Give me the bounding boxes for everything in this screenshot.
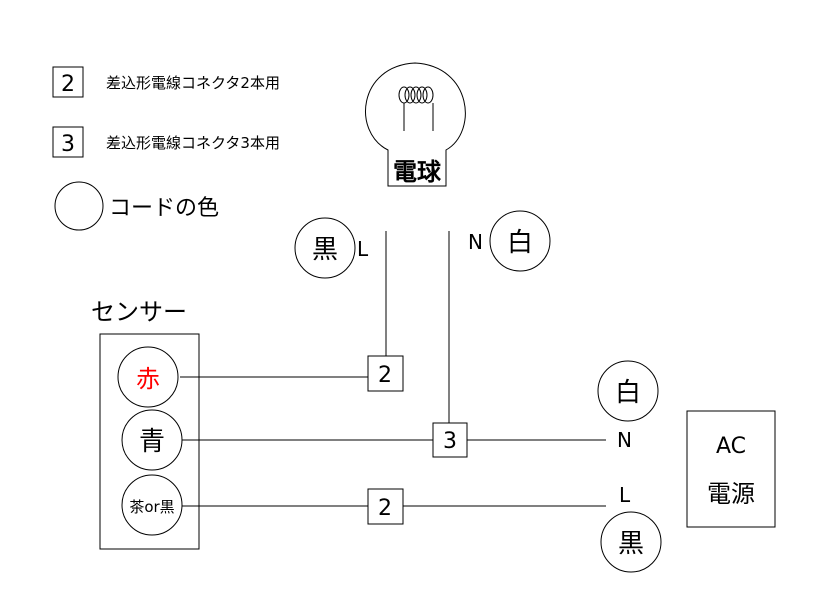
connector-2-bottom (367, 488, 404, 525)
ac-power-source: 白 N L 黒 AC 電源 (597, 360, 776, 573)
ac-source-line2: 電源 (707, 480, 755, 508)
bulb-label: 電球 (393, 158, 442, 186)
sensor-title: センサー (91, 298, 187, 326)
connector-2-bottom-number: 2 (378, 496, 392, 521)
legend-connector-2-symbol (52, 66, 84, 98)
sensor-box (99, 333, 200, 550)
legend: 2 差込形電線コネクタ2本用 3 差込形電線コネクタ3本用 コードの色 (52, 66, 280, 231)
connector-2-top-number: 2 (378, 363, 392, 388)
sensor-wire-blue-label: 青 (139, 427, 165, 457)
legend-cord-color-circle (54, 181, 104, 231)
legend-connector-3-number: 3 (61, 132, 75, 157)
sensor: センサー 赤 青 茶or黒 (91, 298, 200, 550)
connector-2-top (367, 355, 404, 392)
ac-source-line1: AC (716, 434, 746, 459)
sensor-wire-brown-black-circle (121, 474, 183, 536)
ac-source-box (686, 410, 776, 528)
filament-icon (398, 86, 434, 131)
bulb-wire-white-label: 白 (507, 228, 533, 258)
ac-live-black-circle (600, 511, 662, 573)
sensor-wire-blue-circle (121, 409, 183, 471)
sensor-wire-brown-black-label: 茶or黒 (129, 498, 174, 516)
ac-neutral-terminal: N (617, 428, 632, 452)
legend-connector-3-symbol (52, 126, 84, 158)
ac-live-terminal: L (619, 483, 631, 507)
bulb-wire-n-terminal: N (468, 230, 483, 254)
legend-connector-2-label: 差込形電線コネクタ2本用 (106, 74, 280, 92)
ac-neutral-white-label: 白 (615, 378, 641, 408)
bulb-wire-black-label: 黒 (312, 235, 338, 265)
sensor-wire-red-label: 赤 (136, 365, 160, 393)
legend-connector-3-label: 差込形電線コネクタ3本用 (106, 134, 280, 152)
bulb-wire-white-circle (489, 210, 551, 272)
wires (180, 231, 606, 507)
legend-cord-color-label: コードの色 (109, 196, 219, 221)
ac-live-black-label: 黒 (618, 529, 644, 559)
connector-3 (432, 422, 468, 458)
bulb-wire-l-terminal: L (357, 237, 369, 261)
bulb-wire-black-circle (294, 217, 356, 279)
connector-3-number: 3 (443, 429, 457, 454)
ac-neutral-white-circle (597, 360, 659, 422)
sensor-wire-red-circle (117, 346, 179, 408)
light-bulb: 電球 (365, 62, 466, 187)
legend-connector-2-number: 2 (61, 72, 75, 97)
bulb-outline (365, 62, 466, 187)
